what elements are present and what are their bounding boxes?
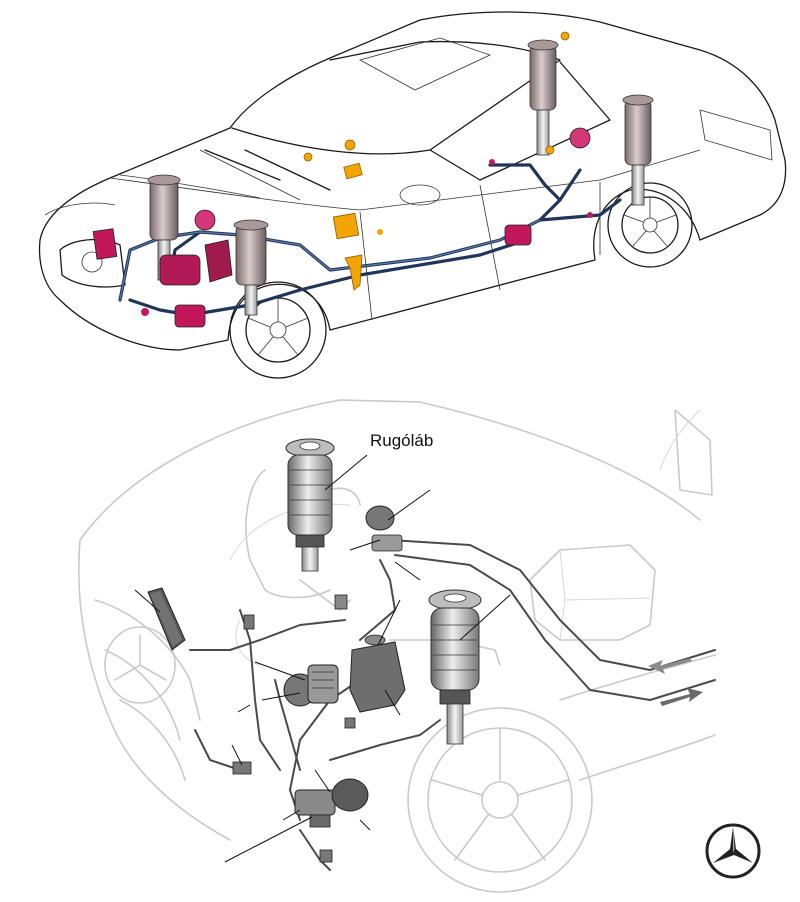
pressure-reservoir bbox=[365, 505, 403, 552]
ghost-front-wheel bbox=[407, 707, 593, 893]
front-right-air-strut bbox=[428, 589, 482, 745]
small-sensors bbox=[232, 594, 356, 863]
pressure-reservoir-front bbox=[194, 209, 216, 231]
level-sensor-center bbox=[344, 254, 363, 291]
control-unit-front bbox=[92, 228, 118, 260]
ghost-box bbox=[529, 544, 656, 641]
air-line-network bbox=[118, 163, 622, 317]
valve-block-rear bbox=[504, 224, 532, 246]
control-unit bbox=[147, 587, 186, 651]
front-wheel bbox=[229, 281, 327, 379]
ghost-car-outline bbox=[77, 399, 716, 841]
front-right-strut bbox=[233, 219, 269, 316]
control-module bbox=[332, 212, 360, 240]
car-overview bbox=[38, 11, 787, 379]
rear-right-strut bbox=[622, 94, 654, 206]
compressor-unit bbox=[283, 664, 339, 707]
valve-block bbox=[294, 778, 369, 828]
rear-left-strut bbox=[527, 39, 559, 156]
mercedes-star-logo-icon bbox=[705, 823, 761, 879]
compressor bbox=[159, 254, 201, 286]
front-left-air-strut bbox=[285, 438, 335, 572]
flow-arrow-right-icon bbox=[660, 688, 703, 706]
dryer bbox=[204, 239, 233, 283]
front-axle-detail: Rugóláb bbox=[77, 399, 716, 893]
orange-components bbox=[303, 31, 570, 291]
air-hoses bbox=[189, 539, 716, 871]
flow-arrow-left-icon bbox=[648, 658, 692, 674]
magenta-components bbox=[92, 127, 593, 328]
dryer-reservoir bbox=[349, 634, 406, 713]
valve-block-front bbox=[174, 304, 206, 328]
rear-wheel bbox=[607, 182, 693, 268]
leader-lines bbox=[134, 454, 511, 863]
pressure-reservoir-rear bbox=[569, 127, 591, 149]
callout-label-rugolab: Rugóláb bbox=[370, 431, 433, 450]
